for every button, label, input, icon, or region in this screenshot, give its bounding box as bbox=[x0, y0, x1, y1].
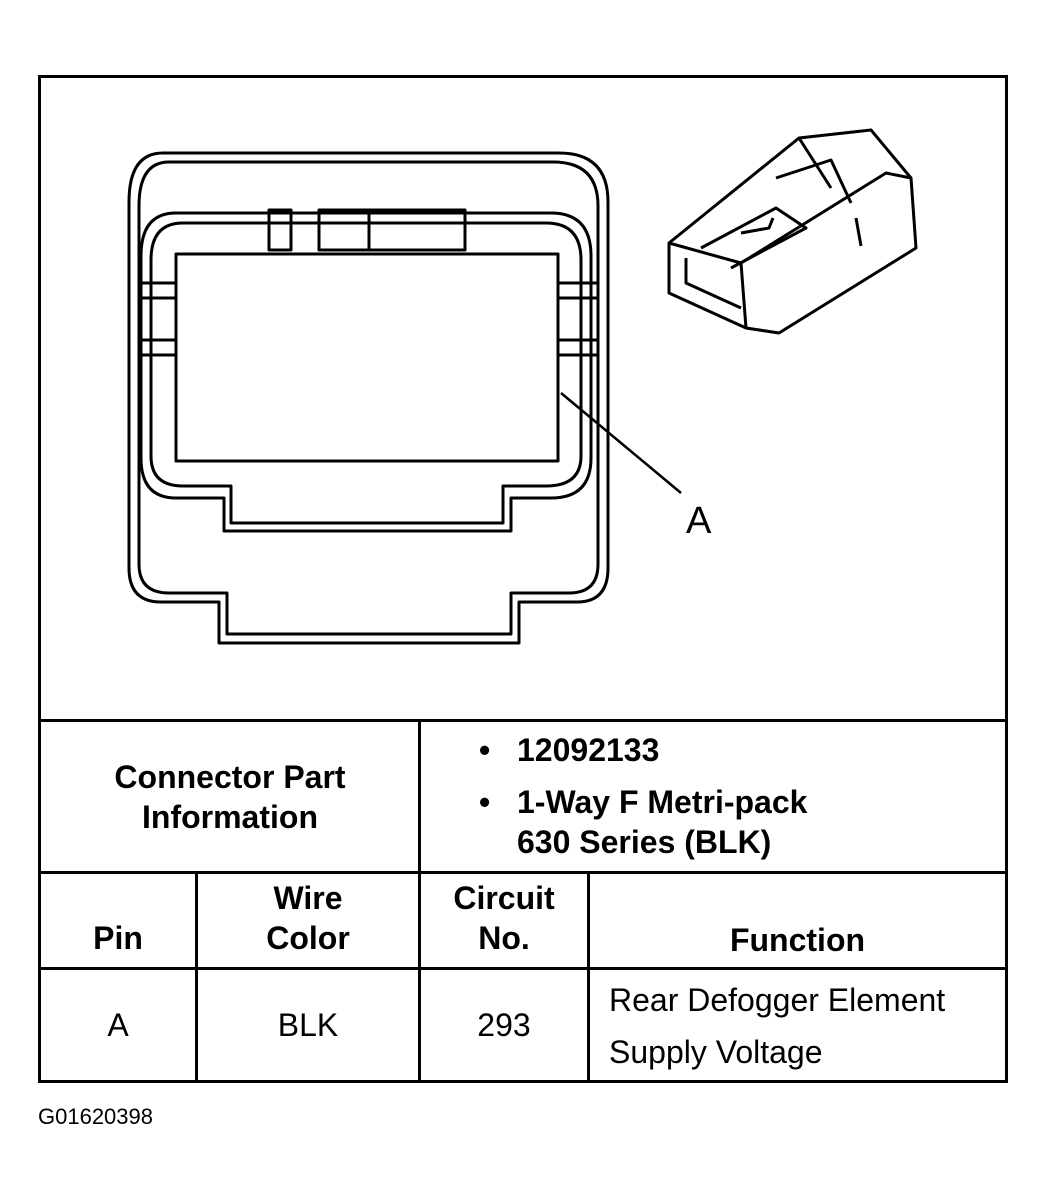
col-divider bbox=[195, 874, 198, 1083]
pin-table: Pin Wire Color Circuit No. Function A BL… bbox=[41, 871, 1005, 1083]
info-label-line2: Information bbox=[142, 798, 318, 835]
connector-description-item: • 1-Way F Metri-pack 630 Series (BLK) bbox=[479, 782, 807, 862]
description-line2: 630 Series (BLK) bbox=[517, 824, 772, 860]
header-circuit-line1: Circuit bbox=[453, 880, 555, 916]
header-function: Function bbox=[729, 922, 866, 958]
header-wire-color: Wire Color bbox=[198, 878, 418, 958]
connector-part-info-values: • 12092133 • 1-Way F Metri-pack 630 Seri… bbox=[479, 730, 807, 862]
connector-perspective-view bbox=[667, 128, 918, 335]
terminal-cavity-a bbox=[174, 252, 560, 463]
header-wire-color-line1: Wire bbox=[273, 880, 343, 916]
bullet-icon: • bbox=[479, 784, 491, 820]
part-number: 12092133 bbox=[517, 732, 660, 768]
header-wire-color-line2: Color bbox=[266, 920, 350, 956]
cell-circuit: 293 bbox=[477, 1007, 531, 1043]
header-pin: Pin bbox=[93, 920, 143, 956]
connector-housing-outline bbox=[127, 151, 610, 645]
connector-face-drawing: A bbox=[127, 128, 918, 645]
header-circuit-line2: No. bbox=[478, 920, 530, 956]
description-line1: 1-Way F Metri-pack bbox=[517, 784, 808, 820]
header-divider bbox=[41, 967, 1005, 970]
callout-leader-line bbox=[560, 392, 682, 494]
function-line1: Rear Defogger Element bbox=[609, 982, 946, 1018]
callout-label-a: A bbox=[686, 500, 712, 542]
bullet-icon: • bbox=[479, 732, 491, 768]
col-divider bbox=[418, 874, 421, 1083]
connector-illustration: A bbox=[41, 78, 1005, 719]
info-label-line1: Connector Part bbox=[114, 758, 346, 795]
cell-wire-color: BLK bbox=[277, 1007, 339, 1043]
connector-part-info-row: Connector Part Information • 12092133 • … bbox=[41, 719, 1005, 871]
function-line2: Supply Voltage bbox=[609, 1034, 823, 1070]
connector-shroud bbox=[139, 211, 593, 533]
col-divider bbox=[587, 874, 590, 1083]
figure-id: G01620398 bbox=[38, 1104, 153, 1129]
connector-diagram-frame: A Connector Part Information • 12092133 … bbox=[38, 75, 1008, 1083]
part-number-item: • 12092133 bbox=[479, 730, 807, 770]
cell-pin: A bbox=[107, 1007, 129, 1043]
header-circuit-no: Circuit No. bbox=[421, 878, 587, 958]
info-divider bbox=[418, 722, 421, 871]
cell-function: Rear Defogger Element Supply Voltage bbox=[609, 974, 945, 1078]
connector-part-info-label: Connector Part Information bbox=[41, 722, 419, 871]
